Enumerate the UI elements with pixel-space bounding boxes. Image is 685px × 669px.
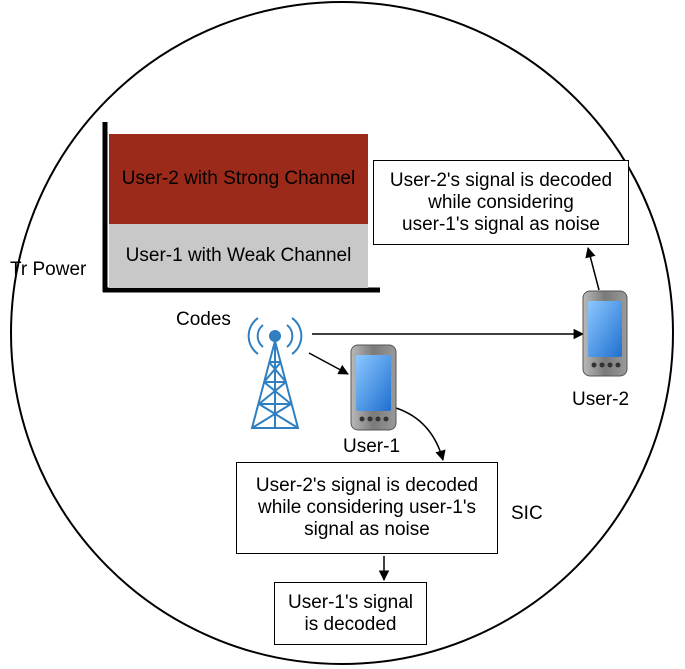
user2-decode-line-1: User-2's signal is decoded bbox=[389, 169, 613, 191]
user1-phone-icon bbox=[350, 344, 397, 431]
arrow-user2-to-box bbox=[585, 246, 600, 291]
power-bar-user2: User-2 with Strong Channel bbox=[109, 134, 368, 224]
power-bar-user1: User-1 with Weak Channel bbox=[109, 224, 368, 288]
power-bar-user2-label: User-2 with Strong Channel bbox=[121, 168, 356, 189]
user2-label: User-2 bbox=[572, 389, 630, 410]
power-bar-user1-label: User-1 with Weak Channel bbox=[125, 245, 352, 266]
user1-sic-line-2: while considering user-1's bbox=[257, 497, 476, 518]
sic-label: SIC bbox=[511, 503, 543, 524]
user1-sic-line-3: signal as noise bbox=[304, 519, 430, 540]
tower-icon bbox=[247, 317, 303, 429]
user1-sic-box: User-2's signal is decoded while conside… bbox=[236, 462, 498, 554]
user2-decode-box: User-2's signal is decoded while conside… bbox=[373, 160, 629, 245]
user1-final-line-2: is decoded bbox=[304, 613, 397, 635]
user1-sic-line-1: User-2's signal is decoded bbox=[255, 475, 479, 496]
user1-final-line-1: User-1's signal bbox=[287, 591, 414, 613]
user2-phone-icon bbox=[582, 290, 628, 377]
cell-boundary-circle bbox=[10, 1, 674, 665]
arrow-tower-to-user1 bbox=[308, 352, 349, 375]
codes-label: Codes bbox=[176, 309, 231, 330]
user2-decode-line-3: user-1's signal as noise bbox=[402, 213, 600, 235]
user1-final-box: User-1's signal is decoded bbox=[274, 582, 427, 645]
user2-decode-line-2: while considering bbox=[428, 191, 574, 213]
user1-label: User-1 bbox=[343, 436, 401, 457]
power-axis-label: Tr Power bbox=[10, 259, 87, 280]
arrow-user1-to-sic-box bbox=[395, 407, 446, 462]
